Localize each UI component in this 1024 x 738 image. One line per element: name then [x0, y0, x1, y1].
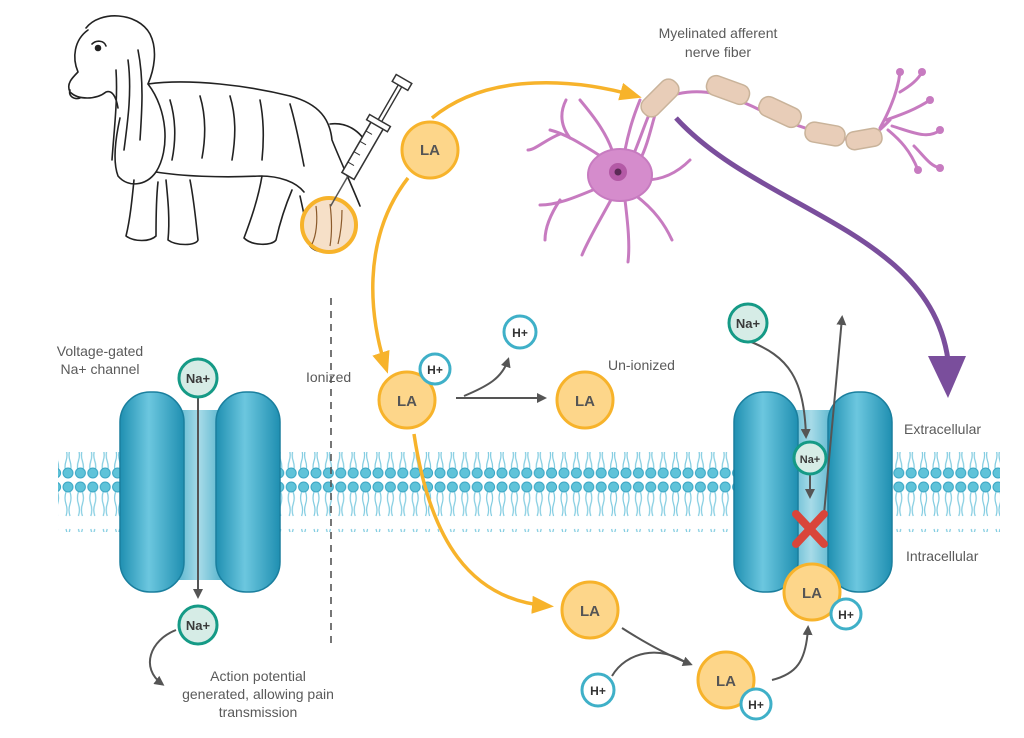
na-ion-left-top: Na+: [177, 357, 219, 399]
injection-site-highlight: [300, 196, 358, 254]
la-channel-bound-h-label: H+: [838, 608, 854, 622]
la-unionized-label: LA: [575, 393, 595, 410]
h-ion-bottom: H+: [580, 672, 616, 708]
la-ionized-label: LA: [397, 393, 417, 410]
neuron-illustration: [526, 68, 944, 264]
na-ion-in-channel-label: Na+: [800, 454, 821, 466]
la-reionized-h-label: H+: [748, 698, 764, 712]
la-channel-bound-molecule: LA H+: [782, 562, 863, 631]
na-ion-right-top-label: Na+: [736, 316, 761, 331]
ionized-label: Ionized: [306, 369, 351, 385]
na-ion-left-bottom: Na+: [177, 604, 219, 646]
nerve-title-line2: nerve fiber: [685, 44, 751, 60]
syringe-icon: [329, 73, 413, 207]
la-ionized-molecule: LA H+: [377, 352, 452, 430]
la-molecule-top-label: LA: [420, 142, 440, 159]
left-sodium-channel: [119, 391, 281, 593]
la-unionized-molecule: LA: [555, 370, 615, 430]
action-potential-line2: generated, allowing pain: [182, 686, 334, 702]
unionized-label: Un-ionized: [608, 357, 675, 373]
la-ionized-h-label: H+: [427, 363, 443, 377]
h-ion-released-label: H+: [512, 326, 528, 340]
molecules: LA Na+ Na+ LA H+ H+ LA: [177, 120, 863, 721]
channel-label-line2: Na+ channel: [60, 361, 139, 377]
channel-label-line1: Voltage-gated: [57, 343, 143, 359]
arrows: [148, 81, 966, 686]
action-potential-line3: transmission: [219, 704, 298, 720]
right-sodium-channel: [733, 391, 893, 593]
la-molecule-top: LA: [400, 120, 460, 180]
intracellular-label: Intracellular: [906, 548, 979, 564]
la-reionized-label: LA: [716, 673, 736, 690]
extracellular-label: Extracellular: [904, 421, 981, 437]
la-channel-bound-label: LA: [802, 585, 822, 602]
text-labels: Myelinated afferent nerve fiber Voltage-…: [57, 25, 982, 720]
action-potential-line1: Action potential: [210, 668, 306, 684]
channel-block-x-icon: [792, 510, 828, 548]
la-intracellular-molecule: LA: [560, 580, 620, 640]
nerve-title-line1: Myelinated afferent: [659, 25, 778, 41]
la-reionized-molecule: LA H+: [696, 650, 773, 721]
na-ion-left-top-label: Na+: [186, 371, 211, 386]
na-ion-in-channel: Na+: [792, 440, 828, 476]
h-ion-bottom-label: H+: [590, 684, 606, 698]
h-ion-released: H+: [502, 314, 538, 350]
na-ion-right-top: Na+: [727, 302, 769, 344]
la-intracellular-label: LA: [580, 603, 600, 620]
na-ion-left-bottom-label: Na+: [186, 618, 211, 633]
